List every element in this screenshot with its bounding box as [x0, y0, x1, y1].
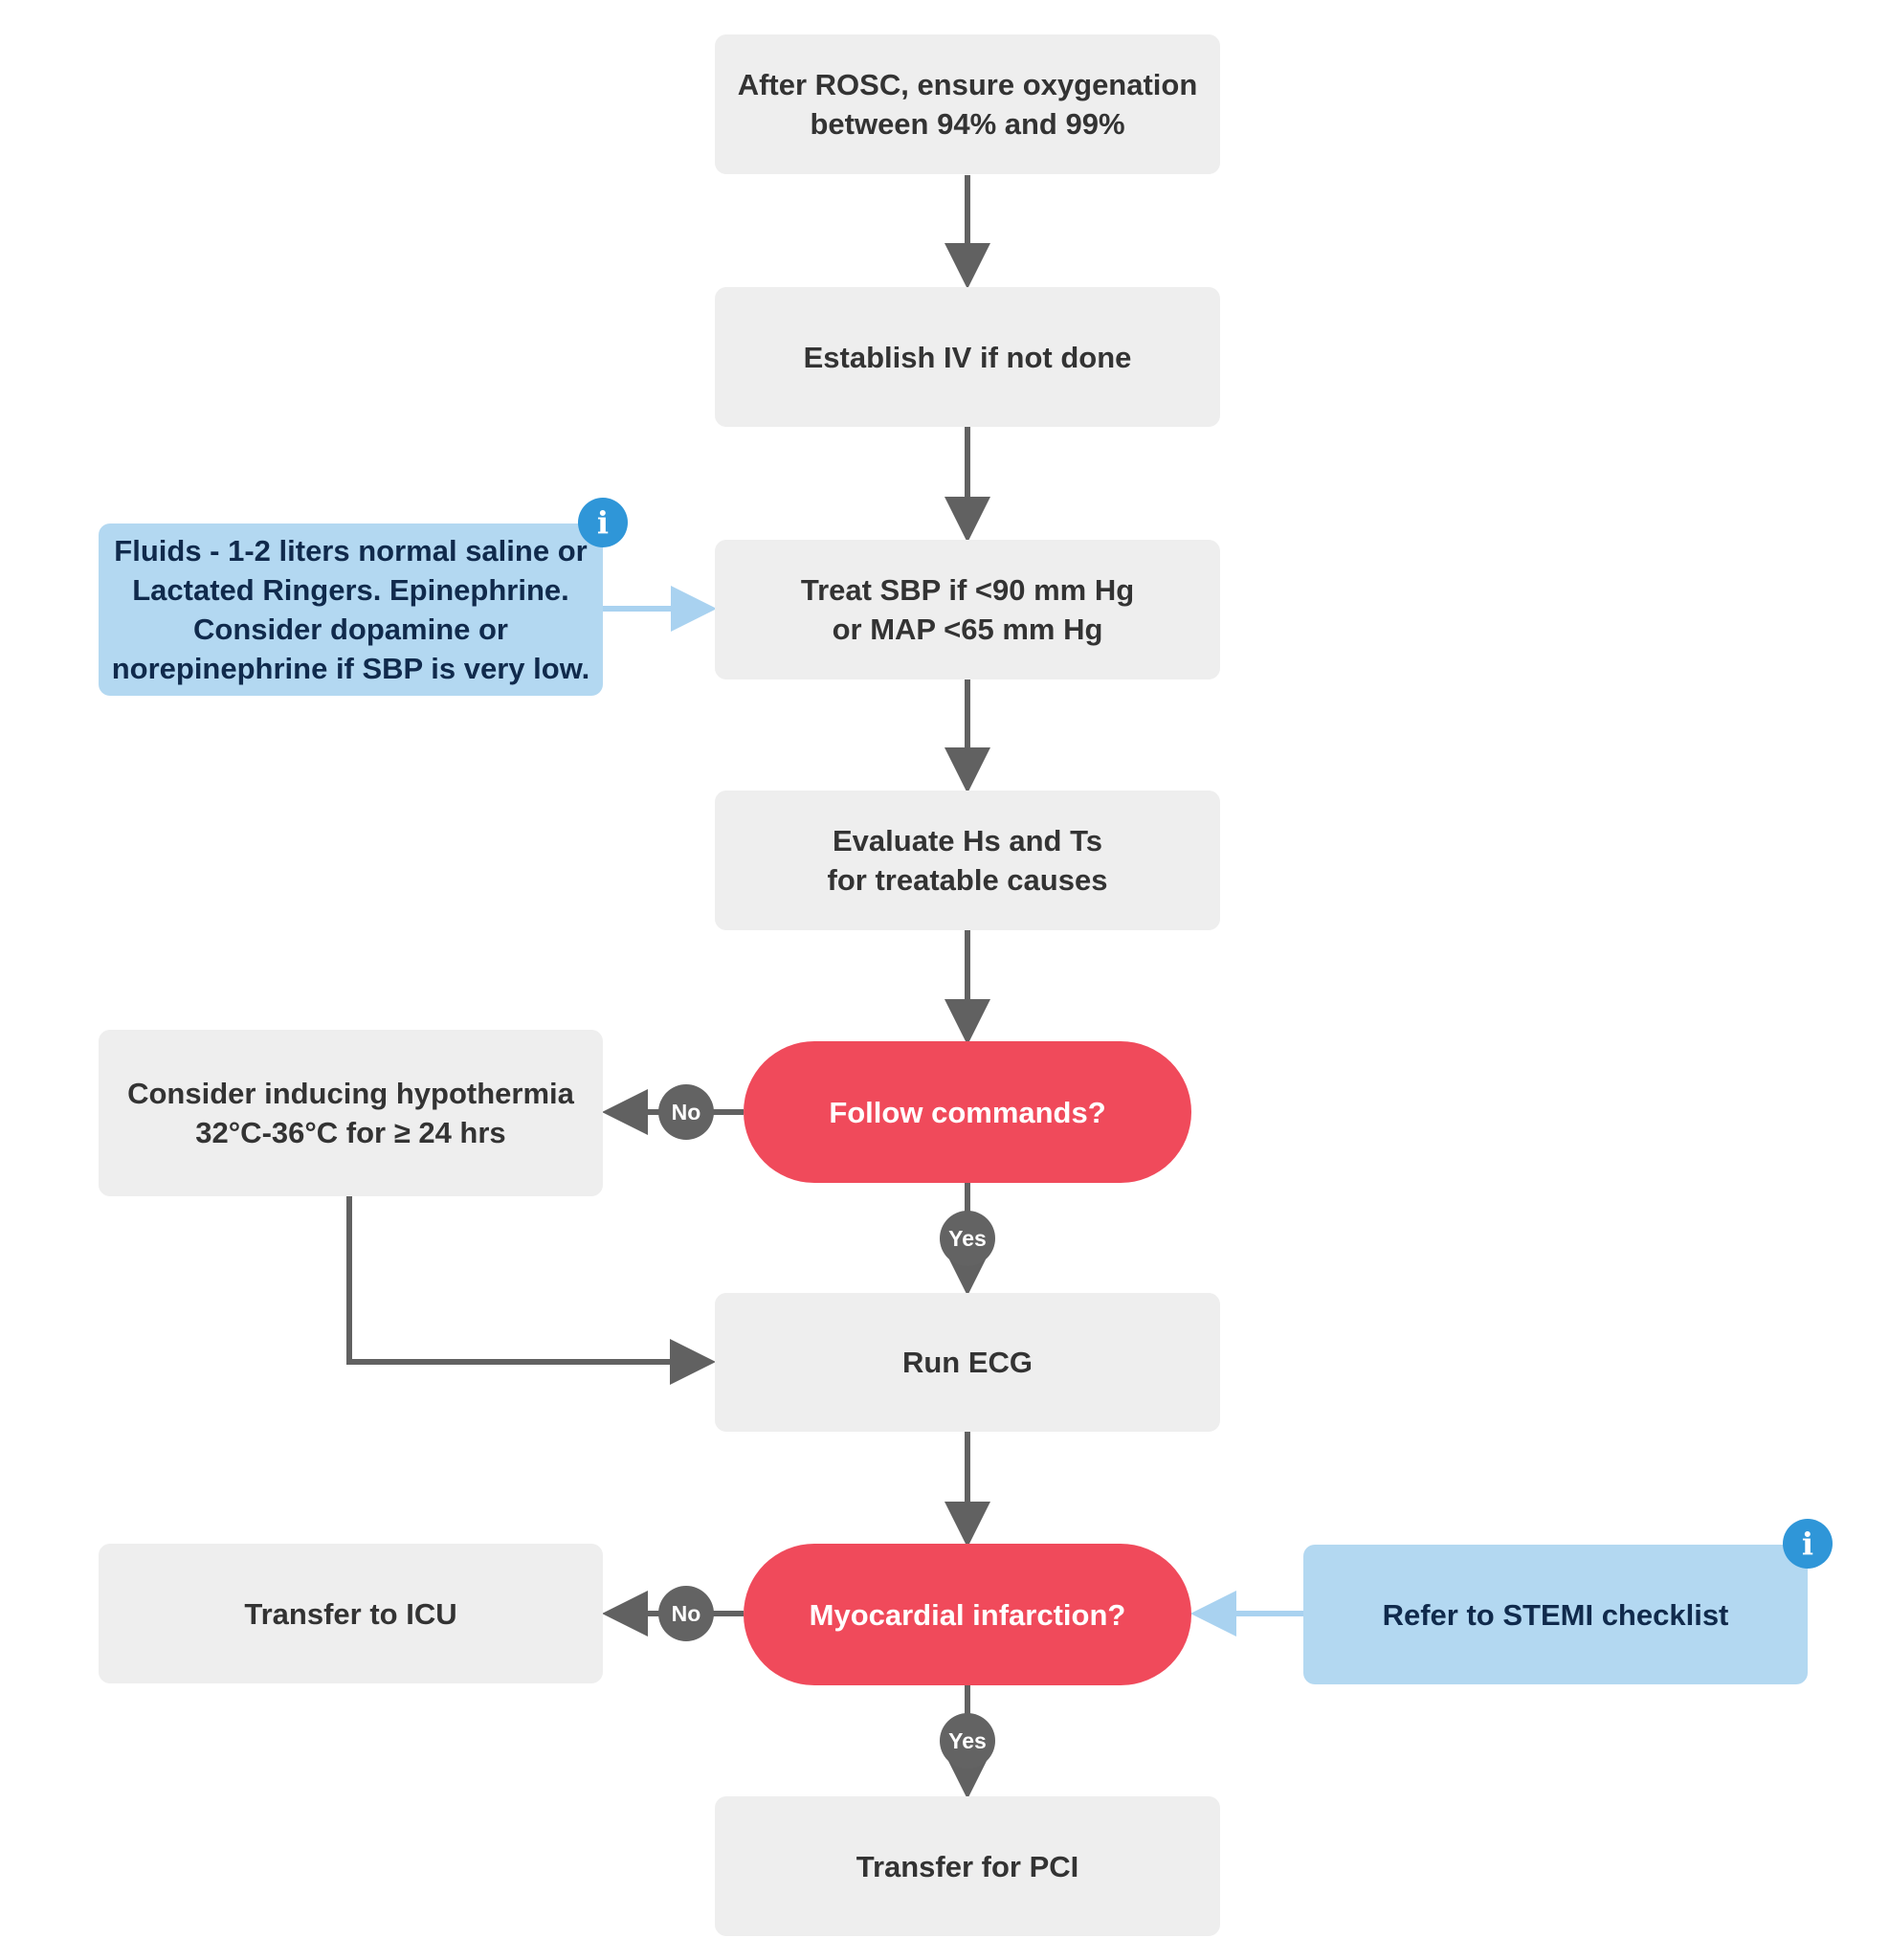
decision-follow-commands: Follow commands?	[744, 1041, 1191, 1183]
note-stemi: Refer to STEMI checklist	[1303, 1545, 1808, 1684]
note-fluids: Fluids - 1-2 liters normal saline or Lac…	[99, 523, 603, 696]
step-run-ecg: Run ECG	[715, 1293, 1220, 1432]
yes-label: Yes	[940, 1713, 995, 1769]
decision-myocardial-infarction: Myocardial infarction?	[744, 1544, 1191, 1685]
info-icon[interactable]: i	[578, 498, 628, 547]
yes-label: Yes	[940, 1211, 995, 1266]
info-icon[interactable]: i	[1783, 1519, 1833, 1569]
step-transfer-pci: Transfer for PCI	[715, 1796, 1220, 1936]
step-oxygenation: After ROSC, ensure oxygenation between 9…	[715, 34, 1220, 174]
no-label: No	[658, 1084, 714, 1140]
step-evaluate: Evaluate Hs and Ts for treatable causes	[715, 791, 1220, 930]
arrow-hypothermia-to-ecg	[346, 1196, 716, 1385]
step-treat-sbp: Treat SBP if <90 mm Hg or MAP <65 mm Hg	[715, 540, 1220, 679]
step-establish-iv: Establish IV if not done	[715, 287, 1220, 427]
no-label: No	[658, 1586, 714, 1641]
step-transfer-icu: Transfer to ICU	[99, 1544, 603, 1683]
step-hypothermia: Consider inducing hypothermia 32°C-36°C …	[99, 1030, 603, 1196]
